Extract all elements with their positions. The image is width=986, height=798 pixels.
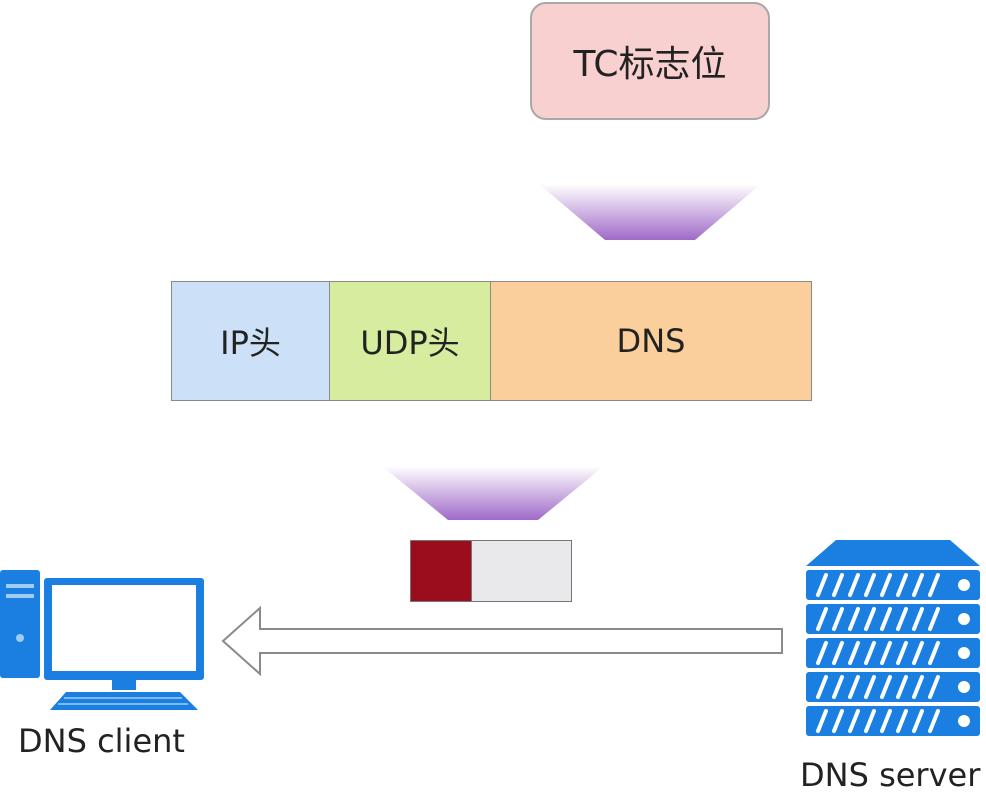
ip-header-segment: IP头 (171, 281, 330, 401)
dns-server-label: DNS server (800, 756, 981, 794)
flag-bit-unset (471, 541, 571, 601)
desktop-computer-icon (0, 570, 204, 710)
upper-funnel (539, 184, 761, 240)
packet-structure: IP头 UDP头 DNS (171, 281, 812, 401)
lower-funnel (382, 466, 604, 520)
dns-client-label: DNS client (18, 722, 185, 760)
tc-flag-bit (410, 540, 572, 602)
server-rack-icon (806, 540, 980, 736)
udp-header-label: UDP头 (360, 324, 460, 362)
tc-flag-box: TC标志位 (530, 2, 770, 120)
dns-payload-segment: DNS (491, 281, 812, 401)
dns-payload-label: DNS (616, 322, 686, 360)
flag-bit-set (411, 541, 471, 601)
udp-header-segment: UDP头 (330, 281, 491, 401)
response-arrow (221, 605, 783, 677)
tc-flag-label: TC标志位 (573, 44, 727, 85)
ip-header-label: IP头 (220, 324, 281, 362)
